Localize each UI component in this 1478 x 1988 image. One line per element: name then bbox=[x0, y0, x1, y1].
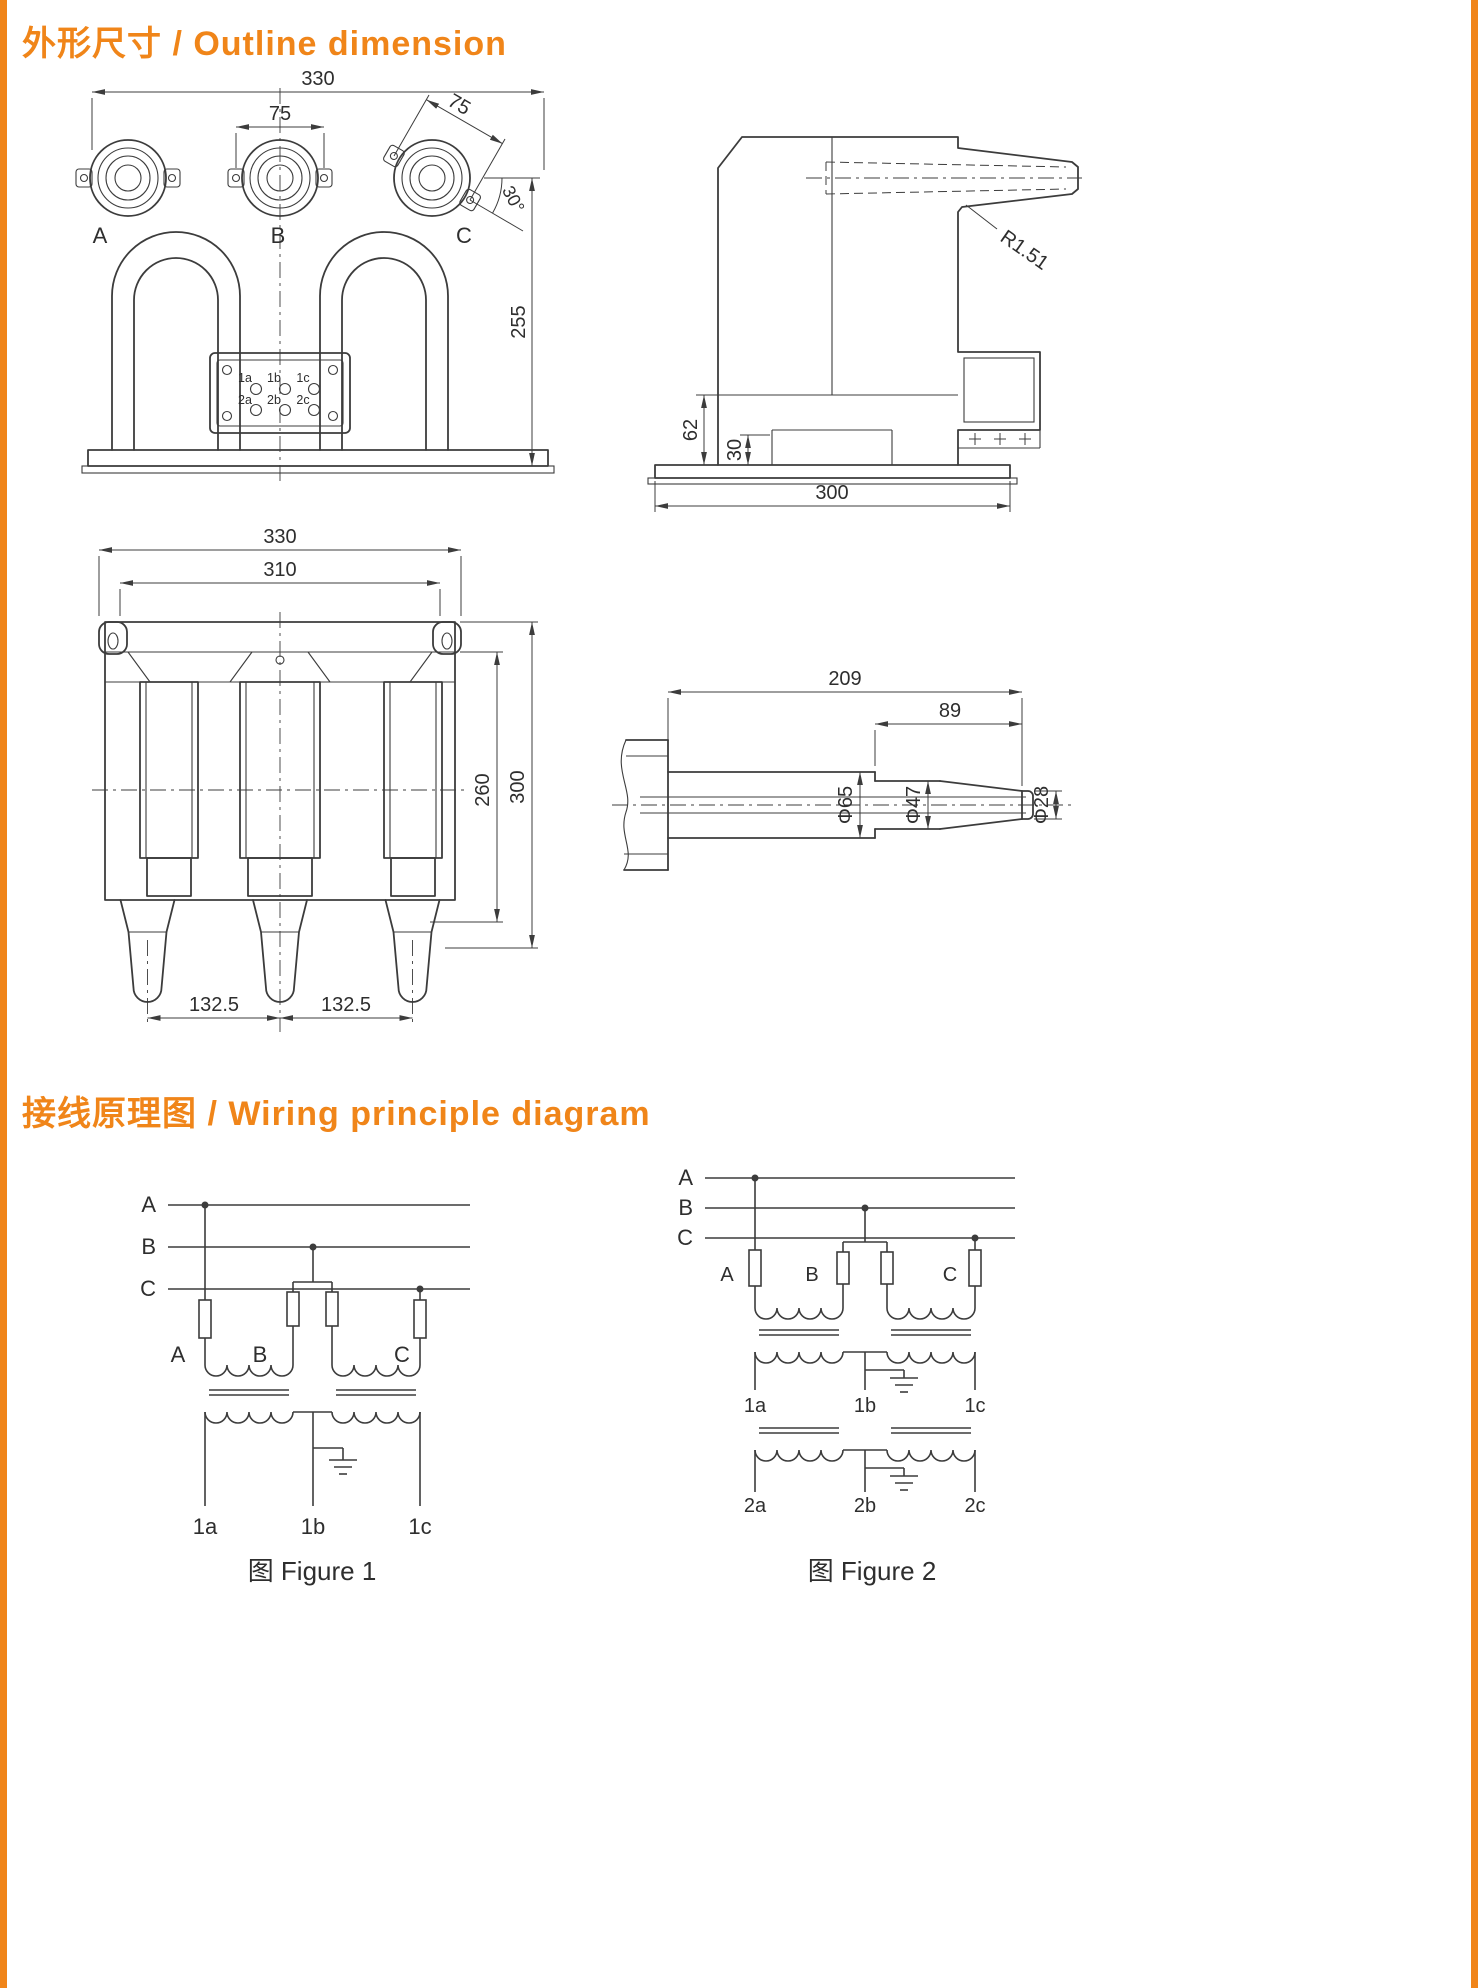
terminal-label-2c: 2c bbox=[296, 393, 309, 407]
fig1-bus-label-a: A bbox=[141, 1192, 156, 1217]
fig1-fuse-b1 bbox=[286, 1291, 300, 1327]
fig2-primary-coil-left bbox=[754, 1307, 844, 1320]
fig2-terminal-1c: 1c bbox=[964, 1395, 985, 1417]
break-line bbox=[620, 739, 629, 871]
bushing-dia-root: Φ65 bbox=[835, 786, 857, 824]
bushing-detail: 209 89 Φ65 Φ47 Φ28 bbox=[612, 668, 1072, 871]
figure2-wiring: A B C A B C bbox=[677, 1165, 1015, 1586]
front-dim-overall-width: 330 bbox=[301, 68, 334, 90]
fig2-fuse-c bbox=[968, 1249, 982, 1287]
fig1-fuse-b2 bbox=[325, 1291, 339, 1327]
side-dim-depth: 300 bbox=[815, 482, 848, 504]
side-base-plate bbox=[647, 464, 1018, 485]
front-dim-hole-spacing-rotated: 75 bbox=[444, 90, 474, 120]
fig1-fuse-c bbox=[413, 1299, 427, 1339]
fig1-primary-coil-left bbox=[204, 1364, 294, 1377]
fig2-terminal-2c: 2c bbox=[964, 1495, 985, 1517]
bushing-b bbox=[227, 139, 333, 217]
top-dim-overall-width: 330 bbox=[263, 526, 296, 548]
fig2-fuse-b1 bbox=[836, 1251, 850, 1285]
fig2-terminal-2b: 2b bbox=[854, 1495, 876, 1517]
front-phase-label-b: B bbox=[271, 223, 286, 248]
terminal-label-1a: 1a bbox=[238, 371, 252, 385]
fig1-terminal-1c: 1c bbox=[408, 1514, 431, 1539]
fig1-bus-label-c: C bbox=[140, 1276, 156, 1301]
top-dim-spacing-left: 132.5 bbox=[189, 994, 239, 1016]
side-dim-62: 62 bbox=[680, 419, 702, 441]
bushing-dim-length: 209 bbox=[828, 668, 861, 690]
front-base-plate bbox=[81, 449, 555, 474]
fig1-ground-symbol bbox=[313, 1447, 357, 1475]
fig2-fuse-a bbox=[748, 1249, 762, 1287]
bushing-a bbox=[75, 139, 181, 217]
fig2-terminal-1b: 1b bbox=[854, 1395, 876, 1417]
coil-columns bbox=[139, 681, 443, 897]
fig1-secondary-coil-right bbox=[331, 1411, 421, 1424]
fig2-phase-label-c: C bbox=[943, 1264, 957, 1286]
fig2-secondary2-coil-right bbox=[886, 1449, 976, 1462]
fig2-terminal-1a: 1a bbox=[744, 1395, 767, 1417]
top-view: 330 310 bbox=[92, 526, 538, 1032]
top-bushings bbox=[119, 899, 441, 1026]
fig2-phase-label-a: A bbox=[720, 1264, 734, 1286]
side-fillet-radius: R1.51 bbox=[996, 226, 1052, 275]
page-edge-right bbox=[1471, 0, 1478, 1988]
outline-dimension-heading: 外形尺寸 / Outline dimension bbox=[22, 25, 507, 63]
mounting-tabs bbox=[98, 621, 462, 655]
bushing-c bbox=[383, 139, 481, 217]
top-dim-300: 300 bbox=[507, 770, 529, 803]
bushing-dim-tip-length: 89 bbox=[939, 700, 961, 722]
figure1-wiring: A B C A B C bbox=[140, 1192, 470, 1586]
fig1-phase-label-c: C bbox=[394, 1342, 410, 1367]
fig1-primary-coil-right bbox=[331, 1364, 421, 1377]
side-body-outline bbox=[717, 136, 1079, 466]
side-dim-30: 30 bbox=[724, 439, 746, 461]
fig1-fuse-a bbox=[198, 1299, 212, 1339]
fig1-terminal-1b: 1b bbox=[301, 1514, 325, 1539]
fig1-bus-label-b: B bbox=[141, 1234, 156, 1259]
figure1-caption: 图 Figure 1 bbox=[248, 1556, 377, 1586]
fig2-terminal-2a: 2a bbox=[744, 1495, 767, 1517]
top-dim-spacing-right: 132.5 bbox=[321, 994, 371, 1016]
fig2-phase-label-b: B bbox=[805, 1264, 818, 1286]
front-angle-rotation: 30° bbox=[498, 182, 528, 215]
terminal-label-1c: 1c bbox=[296, 371, 309, 385]
wiring-diagram-heading: 接线原理图 / Wiring principle diagram bbox=[22, 1095, 651, 1133]
figure2-caption: 图 Figure 2 bbox=[808, 1556, 937, 1586]
fig2-secondary1-coil-left bbox=[754, 1351, 844, 1364]
fig2-bus-label-c: C bbox=[677, 1225, 693, 1250]
fig1-terminal-1a: 1a bbox=[193, 1514, 218, 1539]
front-view: 330 75 75 30° 255 bbox=[75, 68, 555, 484]
fig2-secondary2-coil-left bbox=[754, 1449, 844, 1462]
front-dim-height: 255 bbox=[508, 305, 530, 338]
fig2-ground-symbol-2 bbox=[865, 1467, 918, 1491]
fig2-ground-symbol-1 bbox=[865, 1369, 918, 1393]
top-dim-mounting-width: 310 bbox=[263, 559, 296, 581]
fig2-primary-coil-right bbox=[886, 1307, 976, 1320]
front-phase-label-a: A bbox=[93, 223, 108, 248]
fig2-bus-label-a: A bbox=[678, 1165, 693, 1190]
terminal-box: 1a 1b 1c 2a 2b 2c bbox=[209, 352, 351, 434]
side-terminal-box bbox=[958, 357, 1041, 449]
side-view: R1.51 62 30 300 bbox=[647, 136, 1082, 512]
terminal-label-2b: 2b bbox=[267, 393, 281, 407]
top-dim-260: 260 bbox=[472, 773, 494, 806]
fig2-fuse-b2 bbox=[880, 1251, 894, 1285]
front-phase-label-c: C bbox=[456, 223, 472, 248]
bushing-dia-middle: Φ47 bbox=[903, 786, 925, 824]
fig1-phase-label-a: A bbox=[171, 1342, 186, 1367]
fig1-secondary-coil-left bbox=[204, 1411, 294, 1424]
bushing-tip-cap bbox=[1021, 790, 1034, 820]
page-edge-left bbox=[0, 0, 7, 1988]
coil-arches bbox=[111, 231, 449, 451]
fig2-secondary1-coil-right bbox=[886, 1351, 976, 1364]
terminal-label-2a: 2a bbox=[238, 393, 252, 407]
front-dim-hole-spacing: 75 bbox=[269, 103, 291, 125]
fig2-bus-label-b: B bbox=[678, 1195, 693, 1220]
terminal-label-1b: 1b bbox=[267, 371, 281, 385]
fig1-phase-label-b: B bbox=[253, 1342, 268, 1367]
bushing-dia-tip: Φ28 bbox=[1031, 786, 1053, 824]
